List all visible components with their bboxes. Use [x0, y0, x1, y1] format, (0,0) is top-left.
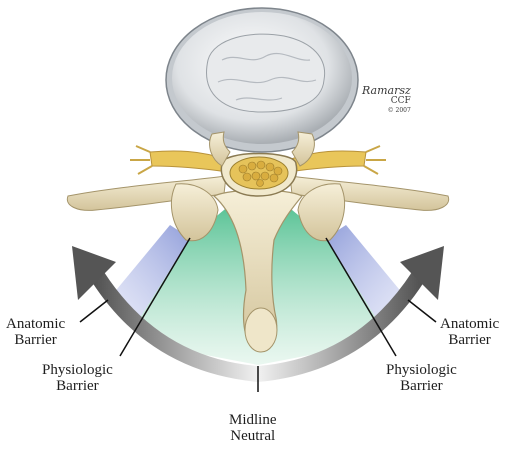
leader-anatomic-right — [408, 300, 436, 322]
label-line: Physiologic — [42, 362, 113, 378]
label-line: Midline — [229, 412, 277, 428]
label-line: Barrier — [440, 332, 499, 348]
label-anatomic-barrier-right: Anatomic Barrier — [440, 316, 499, 348]
label-line: Anatomic — [440, 316, 499, 332]
spinous-process-tip — [245, 308, 277, 352]
label-line: Neutral — [229, 428, 277, 444]
label-midline-neutral: Midline Neutral — [229, 412, 277, 444]
label-line: Barrier — [42, 378, 113, 394]
label-line: Anatomic — [6, 316, 65, 332]
leader-anatomic-left — [80, 300, 108, 322]
signature-copyright: © 2007 — [388, 107, 411, 114]
label-physiologic-barrier-left: Physiologic Barrier — [42, 362, 113, 394]
label-anatomic-barrier-left: Anatomic Barrier — [6, 316, 65, 348]
artist-signature: Ramarsz CCF © 2007 — [362, 86, 411, 115]
label-line: Barrier — [386, 378, 457, 394]
nerve-branch-left — [130, 146, 152, 174]
label-line: Barrier — [6, 332, 65, 348]
nucleus-pulposus — [207, 34, 325, 112]
nerve-branch-right — [364, 146, 386, 174]
label-physiologic-barrier-right: Physiologic Barrier — [386, 362, 457, 394]
signature-org: CCF — [391, 96, 411, 106]
label-line: Physiologic — [386, 362, 457, 378]
